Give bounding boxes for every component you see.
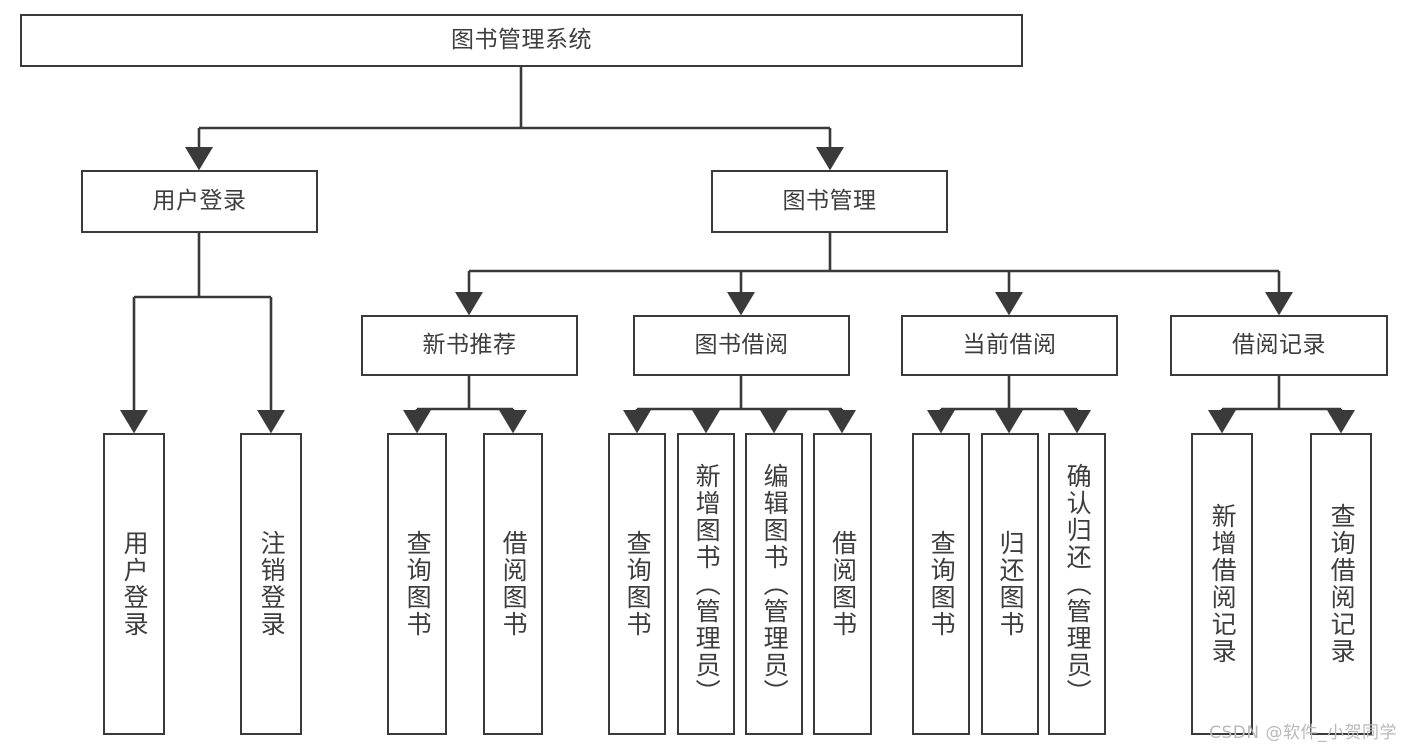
node-leaf-confirm-return[interactable]: 确认归还（管理员） bbox=[1048, 433, 1106, 735]
node-user-login[interactable]: 用户登录 bbox=[81, 170, 318, 233]
node-leaf-add-book[interactable]: 新增图书（管理员） bbox=[677, 433, 735, 735]
node-leaf-borrow-book-1-label: 借阅图书 bbox=[499, 530, 529, 638]
node-leaf-query-book-3-label: 查询图书 bbox=[927, 530, 957, 638]
node-new-book-recommend-label: 新书推荐 bbox=[422, 331, 517, 358]
node-current-borrow[interactable]: 当前借阅 bbox=[901, 315, 1118, 376]
node-leaf-add-book-label: 新增图书（管理员） bbox=[692, 462, 722, 706]
node-leaf-add-borrow-record[interactable]: 新增借阅记录 bbox=[1191, 433, 1253, 735]
node-leaf-borrow-book-1[interactable]: 借阅图书 bbox=[483, 433, 543, 735]
csdn-watermark: CSDN @软件_小贺同学 bbox=[1209, 723, 1397, 743]
node-leaf-return-book-label: 归还图书 bbox=[996, 530, 1026, 638]
node-current-borrow-label: 当前借阅 bbox=[962, 331, 1057, 358]
node-leaf-logout-login-label: 注销登录 bbox=[257, 530, 287, 638]
node-leaf-return-book[interactable]: 归还图书 bbox=[981, 433, 1039, 735]
node-leaf-user-login[interactable]: 用户登录 bbox=[103, 433, 165, 735]
node-leaf-add-borrow-record-label: 新增借阅记录 bbox=[1208, 503, 1238, 665]
node-leaf-edit-book-label: 编辑图书（管理员） bbox=[760, 462, 790, 706]
node-leaf-edit-book[interactable]: 编辑图书（管理员） bbox=[745, 433, 803, 735]
node-leaf-query-borrow-record[interactable]: 查询借阅记录 bbox=[1310, 433, 1372, 735]
node-root-label: 图书管理系统 bbox=[451, 26, 592, 53]
node-leaf-query-borrow-record-label: 查询借阅记录 bbox=[1327, 503, 1357, 665]
node-book-borrow-label: 图书借阅 bbox=[694, 331, 789, 358]
node-book-management-label: 图书管理 bbox=[782, 187, 877, 214]
node-leaf-borrow-book-2-label: 借阅图书 bbox=[828, 530, 858, 638]
node-borrow-record-label: 借阅记录 bbox=[1232, 331, 1326, 358]
node-leaf-confirm-return-label: 确认归还（管理员） bbox=[1063, 462, 1093, 706]
node-book-borrow[interactable]: 图书借阅 bbox=[633, 315, 850, 376]
node-leaf-query-book-3[interactable]: 查询图书 bbox=[912, 433, 970, 735]
node-leaf-borrow-book-2[interactable]: 借阅图书 bbox=[813, 433, 872, 735]
node-new-book-recommend[interactable]: 新书推荐 bbox=[361, 315, 578, 376]
node-root-book-management-system[interactable]: 图书管理系统 bbox=[20, 14, 1023, 67]
node-leaf-query-book-1[interactable]: 查询图书 bbox=[387, 433, 447, 735]
node-leaf-query-book-2-label: 查询图书 bbox=[623, 530, 653, 638]
node-leaf-user-login-label: 用户登录 bbox=[120, 530, 150, 638]
node-leaf-logout-login[interactable]: 注销登录 bbox=[240, 433, 302, 735]
node-leaf-query-book-1-label: 查询图书 bbox=[403, 530, 433, 638]
node-borrow-record[interactable]: 借阅记录 bbox=[1170, 315, 1388, 376]
node-leaf-query-book-2[interactable]: 查询图书 bbox=[608, 433, 666, 735]
node-user-login-label: 用户登录 bbox=[152, 187, 247, 214]
node-book-management[interactable]: 图书管理 bbox=[711, 170, 948, 233]
